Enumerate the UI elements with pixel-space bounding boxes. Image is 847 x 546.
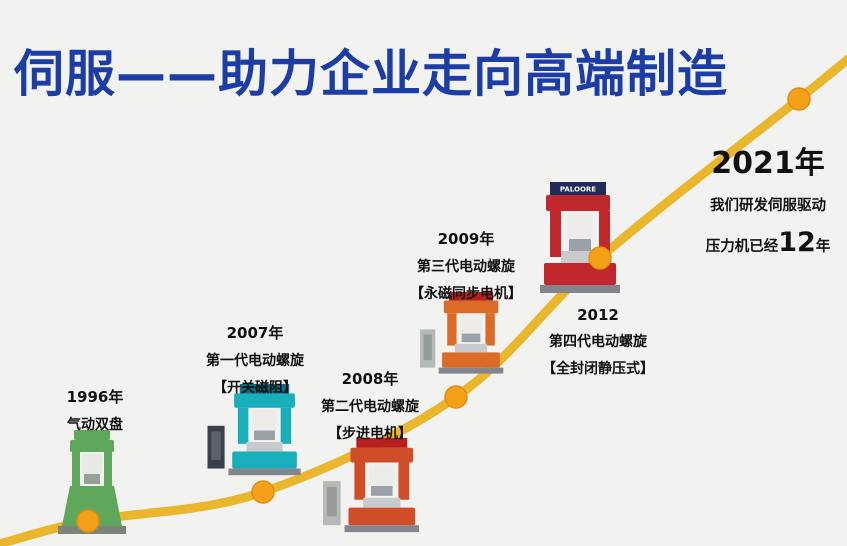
- machine-2008: [322, 438, 422, 540]
- machine-2007-ram: [254, 430, 275, 441]
- machine-2007-drawing: [207, 384, 301, 476]
- machine-2009-ram: [461, 333, 481, 343]
- machine-2008-cabinet-door: [326, 487, 337, 517]
- machine-2009: [415, 292, 510, 381]
- machine-2009-cabinet-door: [423, 334, 432, 360]
- machine-2009-drawing: [420, 292, 504, 374]
- machine-2012-window: [567, 213, 593, 239]
- machine-1996: [52, 428, 132, 542]
- machine-2008-banner: [356, 438, 408, 448]
- machine-2012-drawing: PALOORE: [540, 182, 620, 293]
- machine-2007: [205, 384, 305, 483]
- machine-2009-foot: [438, 367, 504, 374]
- machine-2012-ram: [569, 239, 591, 251]
- machine-2007-cabinet-door: [211, 431, 221, 460]
- machine-2009-banner: [448, 292, 494, 301]
- machine-2007-window: [252, 409, 277, 431]
- machine-2009-body: [442, 300, 500, 368]
- machine-2008-window: [369, 464, 395, 487]
- machine-2007-banner: [239, 384, 290, 394]
- machine-2008-table: [363, 497, 401, 508]
- machine-2012-banner: [550, 182, 606, 195]
- machine-1996-drawing: [58, 430, 126, 534]
- machine-2009-window: [459, 314, 483, 334]
- machine-2007-table: [246, 441, 283, 452]
- machine-2012-foot: [540, 285, 620, 293]
- machine-2009-table: [454, 343, 488, 353]
- machine-1996-window: [82, 454, 102, 474]
- machine-2007-body: [232, 393, 297, 469]
- machine-2012-brand-label: PALOORE: [560, 186, 596, 194]
- machine-2007-foot: [228, 468, 301, 476]
- machine-2012: PALOORE: [520, 182, 620, 304]
- machine-1996-foot: [58, 526, 126, 534]
- machine-2008-foot: [344, 525, 420, 533]
- machine-2008-drawing: [323, 438, 420, 533]
- machine-2012-table: [561, 251, 599, 263]
- machine-1996-ram: [84, 474, 100, 484]
- machine-2008-body: [348, 447, 416, 526]
- machine-2008-ram: [371, 486, 393, 496]
